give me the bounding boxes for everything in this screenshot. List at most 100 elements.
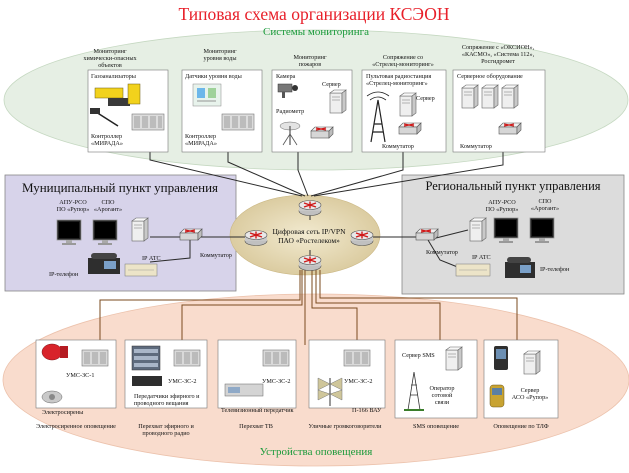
- municipal-title: Муниципальный пункт управления: [22, 180, 218, 195]
- notif4-caption: Уличные громкоговорители: [309, 423, 383, 430]
- notif5-device-3: связи: [435, 399, 450, 406]
- mon2-box: [181, 69, 263, 153]
- notif4-device-label: П-166 ВАУ: [352, 407, 382, 414]
- mon4-switch-label: Коммутатор: [382, 143, 414, 150]
- reg-ip-ats-label: IP АТС: [472, 254, 491, 261]
- notif1-caption: Электросиренное оповещение: [36, 423, 116, 430]
- notif5-caption: SMS оповещение: [413, 423, 459, 430]
- cell-tower-icon: [404, 371, 424, 411]
- mun-apu-2: ПО «Рупор»: [57, 206, 90, 213]
- monitoring-title: Системы мониторинга: [263, 26, 369, 38]
- notif2-ums-icon: [173, 349, 201, 367]
- mon2-controller-2: «МИРАДА»: [185, 140, 217, 147]
- notif2-device-2: проводного вещания: [134, 400, 189, 407]
- mun-server-icon: [131, 217, 149, 242]
- notif5-device-2: сотовой: [432, 392, 453, 399]
- tv-transmitter-icon: [224, 383, 264, 397]
- reg-apu-2: ПО «Рупор»: [486, 206, 519, 213]
- reg-ip-phone-label: IP-телефон: [540, 266, 570, 273]
- mobile-phone-icon: [489, 384, 505, 408]
- mun-spo-1: СПО: [101, 199, 115, 206]
- network-label-line1: Цифровая сеть IP/VPN: [273, 227, 347, 236]
- reg-apu-1: АПУ-РСО: [488, 199, 516, 206]
- notif4-ums-icon: [343, 349, 371, 367]
- mon3-camera-label: Камера: [276, 73, 296, 80]
- mon4-switch-icon: [398, 122, 422, 135]
- mun-ip-phone-label: IP-телефон: [49, 271, 79, 278]
- notif3-caption: Перехват ТВ: [239, 423, 273, 430]
- mon1-caption-3: объектов: [98, 62, 122, 69]
- notif2-caption-1: Перехват эфирного и: [138, 423, 194, 430]
- mon1-box: [87, 69, 169, 153]
- mun-spo-2: «Арогант»: [94, 206, 122, 213]
- mon5-server-icon-2: [481, 84, 499, 109]
- mon5-switch-icon: [498, 122, 522, 135]
- mon5-switch-label: Коммутатор: [460, 143, 492, 150]
- mun-switch-label: Коммутатор: [200, 252, 232, 259]
- notif5-device-1: Оператор: [429, 385, 454, 392]
- notif1-ums-icon: [81, 349, 109, 367]
- mon2-controller-1: Контроллер: [185, 133, 216, 140]
- mon1-controller-2: «МИРАДА»: [91, 140, 123, 147]
- notif2-ums-label: УМС-ЗС-2: [168, 378, 196, 385]
- mon3-radiometer-label: Радиометр: [276, 108, 304, 115]
- gas-analyzer-icon: [94, 83, 141, 106]
- mon5-caption-2: «КАСМО», «Система 112»,: [462, 51, 535, 58]
- mon4-box-label-2: «Стрелец-мониторинг»: [366, 80, 428, 87]
- siren-icon: [41, 343, 68, 361]
- mon4-server-icon: [399, 92, 417, 117]
- radiometer-icon: [279, 121, 301, 146]
- reg-server-icon: [469, 217, 487, 242]
- mon1-controller-1: Контроллер: [91, 133, 122, 140]
- mon4-server-label: Сервер: [416, 95, 435, 102]
- water-sensor-icon: [192, 83, 222, 107]
- notif6-server-2: АСО «Рупор»: [512, 394, 549, 401]
- radio-tower-icon: [366, 91, 390, 143]
- mun-ip-phone-icon: [88, 253, 120, 274]
- mon5-caption-3: Росгидромет: [481, 58, 515, 65]
- camera-icon: [277, 83, 298, 98]
- mun-ip-ats-label: IP АТС: [142, 255, 161, 262]
- notif4-ums-label: УМС-ЗС-2: [344, 378, 372, 385]
- notif3-ums-icon: [262, 349, 290, 367]
- mon2-box-label: Датчики уровня воды: [185, 73, 243, 80]
- mon5-caption-1: Сопряжение с «ОКСИОН»,: [462, 44, 535, 51]
- mon3-server-label: Сервер: [322, 81, 341, 88]
- reg-spo-2: «Арогант»: [531, 205, 559, 212]
- mon4-caption-1: Сопряжение со: [383, 54, 423, 61]
- notif3-device-label: Телевизионный передатчик: [221, 407, 295, 414]
- notif2-caption-2: проводного радио: [142, 430, 189, 437]
- router-top: [298, 199, 322, 217]
- transmitter-icon: [131, 345, 162, 386]
- mon4-caption-2: «Стрелец-мониторинг»: [372, 61, 434, 68]
- mon2-caption-1: Мониторинг: [203, 48, 236, 55]
- regional-title: Региональный пункт управления: [425, 179, 600, 193]
- notif1-ums-label: УМС-ЗС-1: [66, 372, 94, 379]
- router-right: [350, 229, 374, 247]
- reg-switch-icon: [415, 228, 439, 241]
- mon1-controller-icon: [131, 113, 165, 131]
- mon4-box-label-1: Пультовая радиостанция: [366, 73, 431, 80]
- reg-ip-ats-icon: [455, 263, 491, 277]
- network-label-line2: ПАО «Ростелеком»: [278, 236, 340, 245]
- loudspeaker-icon: [317, 377, 343, 406]
- diagram-title: Типовая схема организации КСЭОН: [179, 4, 450, 24]
- mon1-box-label: Газоанализаторы: [91, 73, 137, 80]
- mon3-caption-1: Мониторинг: [293, 54, 326, 61]
- mon5-server-icon-3: [501, 84, 519, 109]
- mon3-server-icon: [329, 89, 347, 114]
- notif1-device-label: Электросирены: [42, 409, 84, 416]
- mun-switch-icon: [179, 228, 203, 241]
- notif6-server-1: Сервер: [521, 387, 540, 394]
- mon2-controller-icon: [221, 113, 255, 131]
- mon3-switch-icon: [310, 126, 334, 139]
- mun-ip-ats-icon: [124, 263, 158, 277]
- notif6-caption: Оповещение по ТЛФ: [493, 423, 548, 430]
- router-bottom: [298, 254, 322, 272]
- siren-icon-2: [41, 390, 63, 404]
- notif5-server-icon: [445, 346, 463, 371]
- mon5-box: [452, 69, 546, 153]
- notif6-server-icon: [523, 350, 541, 375]
- notif5-server-label: Сервер SMS: [402, 352, 435, 359]
